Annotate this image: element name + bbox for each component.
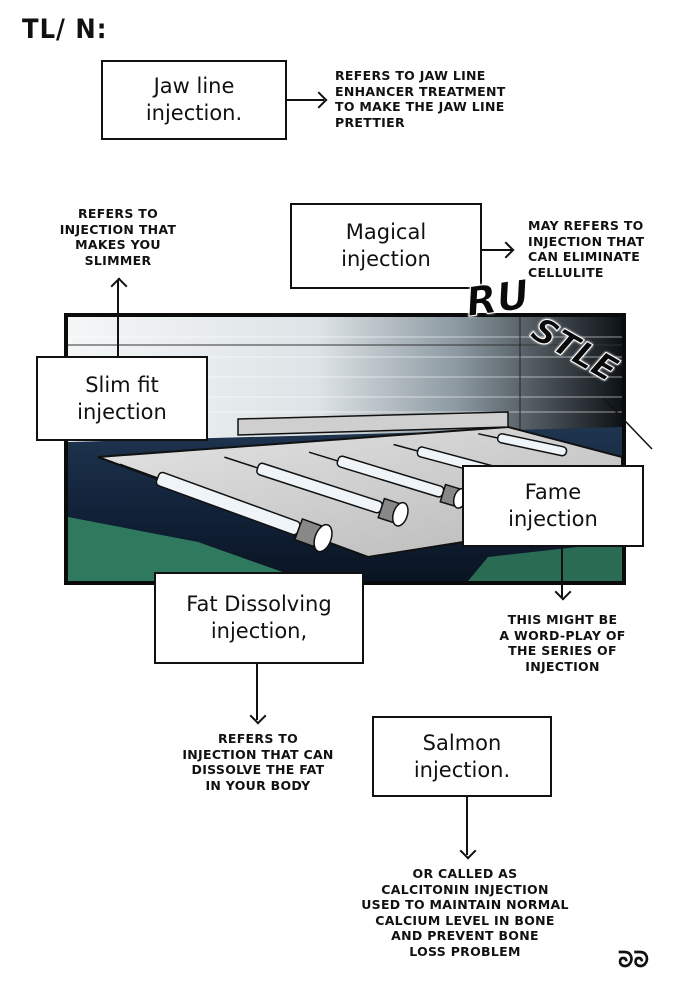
arrow-up-icon — [110, 277, 128, 295]
connector-line — [287, 99, 324, 101]
arrow-right-icon — [310, 91, 328, 109]
arrow-right-icon — [497, 241, 515, 259]
connector-line — [256, 664, 258, 720]
connector-line — [561, 547, 563, 597]
term-label-line: injection. — [145, 101, 243, 125]
translator-signature: ᘐᘐ — [618, 948, 649, 973]
arrow-down-icon — [459, 842, 477, 860]
connector-line — [117, 280, 119, 360]
sound-effect-rustle-part1: RU — [463, 271, 533, 327]
page-title: TL/ N: — [22, 14, 108, 45]
connector-line — [482, 249, 512, 251]
arrow-down-icon — [554, 583, 572, 601]
speech-tail-line — [603, 398, 653, 450]
term-label-line: Jaw line — [153, 74, 235, 98]
term-box-jaw-line: Jaw line injection. — [101, 60, 287, 140]
connector-line — [466, 797, 468, 855]
arrow-down-icon — [249, 707, 267, 725]
